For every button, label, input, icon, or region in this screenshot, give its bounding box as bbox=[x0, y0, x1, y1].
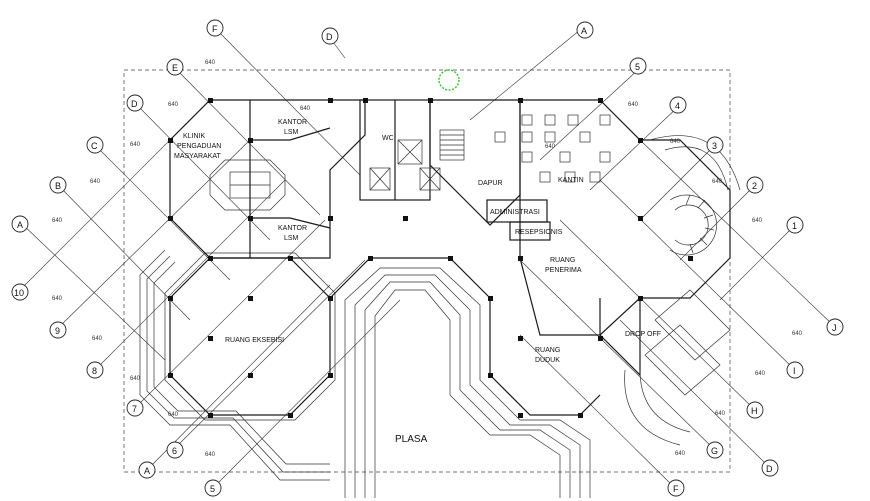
svg-text:640: 640 bbox=[628, 102, 639, 108]
label-klinik: KLINIK bbox=[183, 133, 206, 140]
svg-text:5: 5 bbox=[635, 62, 640, 72]
label-ruang-duduk-2: DUDUK bbox=[535, 357, 560, 364]
label-kantor-lsm-top-2: LSM bbox=[284, 129, 299, 136]
label-kantor-lsm-bottom: KANTOR bbox=[278, 225, 307, 232]
svg-text:640: 640 bbox=[545, 144, 556, 150]
svg-text:10: 10 bbox=[14, 288, 24, 298]
svg-text:640: 640 bbox=[792, 331, 803, 337]
svg-text:1: 1 bbox=[792, 221, 797, 231]
label-ruang-duduk: RUANG bbox=[535, 347, 560, 354]
svg-text:640: 640 bbox=[300, 106, 311, 112]
svg-text:A: A bbox=[144, 466, 150, 476]
svg-text:640: 640 bbox=[92, 336, 103, 342]
svg-text:D: D bbox=[766, 464, 773, 474]
label-kantor-lsm-top: KANTOR bbox=[278, 119, 307, 126]
svg-text:I: I bbox=[793, 366, 796, 376]
label-wc: WC bbox=[382, 135, 394, 142]
label-kantin: KANTIN bbox=[558, 177, 584, 184]
svg-text:G: G bbox=[711, 446, 718, 456]
svg-text:640: 640 bbox=[755, 371, 766, 377]
label-plasa: PLASA bbox=[395, 434, 428, 445]
svg-text:640: 640 bbox=[752, 218, 763, 224]
svg-text:6: 6 bbox=[172, 446, 177, 456]
spiral-stair bbox=[669, 194, 717, 256]
label-ruang-eksebisi: RUANG EKSEBISI bbox=[225, 337, 284, 344]
canteen-tables bbox=[494, 114, 611, 183]
columns bbox=[168, 98, 693, 418]
svg-text:A: A bbox=[581, 26, 587, 36]
grid-bubbles: F D A 5 E D C B A 10 9 8 7 6 A 5 F D 4 3… bbox=[11, 19, 844, 497]
svg-text:D: D bbox=[326, 32, 333, 42]
tree-symbol bbox=[438, 69, 460, 91]
svg-text:640: 640 bbox=[670, 139, 681, 145]
svg-text:C: C bbox=[91, 141, 98, 151]
room-labels: KANTOR LSM KLINIK PENGADUAN MASYARAKAT K… bbox=[174, 119, 661, 445]
label-administrasi: ADMINISTRASI bbox=[490, 209, 540, 216]
svg-text:640: 640 bbox=[675, 451, 686, 457]
label-kantor-lsm-bottom-2: LSM bbox=[284, 235, 299, 242]
stair-kitchen bbox=[439, 129, 465, 161]
svg-text:4: 4 bbox=[675, 101, 680, 111]
svg-text:640: 640 bbox=[52, 296, 63, 302]
svg-text:640: 640 bbox=[205, 452, 216, 458]
label-klinik-pengaduan: PENGADUAN bbox=[177, 143, 221, 150]
svg-text:640: 640 bbox=[168, 102, 179, 108]
label-ruang-penerima-2: PENERIMA bbox=[545, 267, 582, 274]
svg-text:640: 640 bbox=[712, 179, 723, 185]
svg-text:640: 640 bbox=[715, 411, 726, 417]
svg-text:H: H bbox=[751, 406, 758, 416]
label-dapur: DAPUR bbox=[478, 180, 503, 187]
octagon-stair bbox=[209, 159, 286, 211]
svg-text:J: J bbox=[832, 323, 837, 333]
svg-text:9: 9 bbox=[55, 326, 60, 336]
svg-text:7: 7 bbox=[132, 404, 137, 414]
label-resepsionis: RESEPSIONIS bbox=[515, 229, 563, 236]
svg-text:640: 640 bbox=[90, 179, 101, 185]
svg-text:640: 640 bbox=[130, 376, 141, 382]
site-boundary bbox=[123, 69, 731, 473]
svg-text:8: 8 bbox=[92, 366, 97, 376]
dimension-labels: 640 640 640 640 640 640 640 640 640 640 … bbox=[52, 60, 803, 458]
svg-text:640: 640 bbox=[168, 412, 179, 418]
svg-text:640: 640 bbox=[205, 60, 216, 66]
svg-text:F: F bbox=[673, 484, 679, 494]
svg-text:640: 640 bbox=[130, 142, 141, 148]
svg-text:2: 2 bbox=[752, 181, 757, 191]
svg-text:D: D bbox=[131, 99, 138, 109]
svg-text:F: F bbox=[212, 24, 218, 34]
building-walls bbox=[139, 99, 741, 498]
label-klinik-masyarakat: MASYARAKAT bbox=[174, 153, 222, 160]
svg-text:E: E bbox=[172, 63, 178, 73]
svg-text:A: A bbox=[17, 220, 23, 230]
svg-text:3: 3 bbox=[712, 141, 717, 151]
svg-text:B: B bbox=[55, 181, 61, 191]
label-ruang-penerima: RUANG bbox=[550, 257, 575, 264]
svg-text:5: 5 bbox=[210, 484, 215, 494]
label-drop-off: DROP OFF bbox=[625, 331, 661, 338]
svg-text:640: 640 bbox=[52, 218, 63, 224]
